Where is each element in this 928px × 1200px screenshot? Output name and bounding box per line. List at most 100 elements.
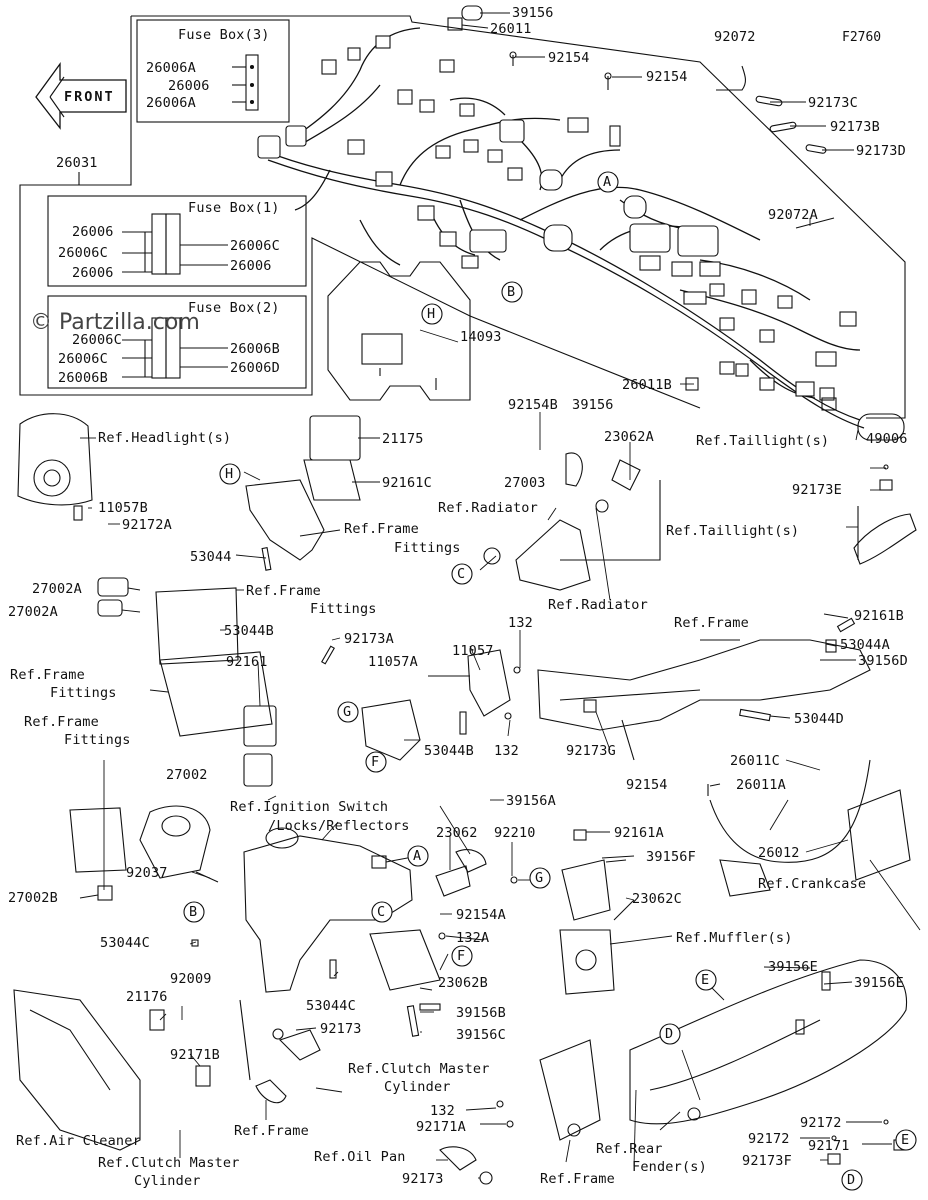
fuse-box-1-part[interactable]: 26006C	[58, 245, 108, 261]
part-callout[interactable]: 92161C	[382, 475, 432, 491]
fuse-box-3-part[interactable]: 26006A	[146, 95, 196, 111]
marker-a[interactable]: A	[603, 174, 612, 190]
part-callout[interactable]: 23062A	[604, 429, 654, 445]
fuse-box-2-part[interactable]: 26006C	[58, 351, 108, 367]
part-callout[interactable]: 92173B	[830, 119, 880, 135]
fuse-box-1-part[interactable]: 26006	[230, 258, 272, 274]
part-callout[interactable]: 14093	[460, 329, 502, 345]
ref-label[interactable]: Ref.Taillight(s)	[696, 433, 830, 449]
ref-label[interactable]: Ref.Frame	[540, 1171, 615, 1187]
part-callout[interactable]: 132	[508, 615, 533, 631]
marker-e[interactable]: E	[701, 972, 710, 988]
marker-f[interactable]: F	[371, 754, 380, 770]
ref-label[interactable]: Ref.Muffler(s)	[676, 930, 793, 946]
fuse-box-2-part[interactable]: 26006B	[58, 370, 108, 386]
part-callout[interactable]: 23062	[436, 825, 478, 841]
part-callout[interactable]: 92173G	[566, 743, 616, 759]
ref-label[interactable]: Ref.Crankcase	[758, 876, 867, 892]
ref-label[interactable]: Ref.Frame	[10, 667, 85, 683]
ref-label[interactable]: Ref.Frame	[24, 714, 99, 730]
part-callout[interactable]: 132A	[456, 930, 490, 946]
part-callout[interactable]: 39156C	[456, 1027, 506, 1043]
ref-label[interactable]: Ref.Rear	[596, 1141, 663, 1157]
marker-a[interactable]: A	[413, 848, 422, 864]
part-callout[interactable]: 21175	[382, 431, 424, 447]
marker-d[interactable]: D	[665, 1026, 674, 1042]
part-callout[interactable]: 92009	[170, 971, 212, 987]
part-callout[interactable]: 92173F	[742, 1153, 792, 1169]
part-callout[interactable]: 53044	[190, 549, 232, 565]
part-callout[interactable]: 92154	[626, 777, 668, 793]
part-callout[interactable]: 92172A	[122, 517, 172, 533]
fuse-box-3-part[interactable]: 26006A	[146, 60, 196, 76]
marker-b[interactable]: B	[507, 284, 516, 300]
ref-label[interactable]: Fittings	[50, 685, 117, 701]
part-callout[interactable]: 92173E	[792, 482, 842, 498]
part-callout[interactable]: 39156	[572, 397, 614, 413]
ref-label[interactable]: Ref.Air Cleaner	[16, 1133, 141, 1149]
part-callout[interactable]: 39156E	[768, 959, 818, 975]
fuse-box-3-part[interactable]: 26006	[168, 78, 210, 94]
ref-label[interactable]: Ref.Frame	[674, 615, 749, 631]
part-callout[interactable]: 26011B	[622, 377, 672, 393]
part-callout[interactable]: 92154	[548, 50, 590, 66]
marker-g[interactable]: G	[343, 704, 352, 720]
part-callout[interactable]: 92072	[714, 29, 756, 45]
part-callout[interactable]: 39156F	[646, 849, 696, 865]
part-callout[interactable]: 92173A	[344, 631, 394, 647]
part-callout[interactable]: 26011	[490, 21, 532, 37]
part-callout[interactable]: 92173C	[808, 95, 858, 111]
ref-label[interactable]: Cylinder	[134, 1173, 201, 1189]
part-callout[interactable]: 92161A	[614, 825, 664, 841]
part-callout[interactable]: 21176	[126, 989, 168, 1005]
part-callout[interactable]: 11057	[452, 643, 494, 659]
part-callout[interactable]: 53044C	[306, 998, 356, 1014]
ref-label[interactable]: Fittings	[394, 540, 461, 556]
part-callout[interactable]: 92172	[748, 1131, 790, 1147]
fuse-box-2-part[interactable]: 26006B	[230, 341, 280, 357]
ref-label[interactable]: Fender(s)	[632, 1159, 707, 1175]
part-callout[interactable]: 39156B	[456, 1005, 506, 1021]
ref-label[interactable]: Ref.Taillight(s)	[666, 523, 800, 539]
ref-label[interactable]: Ref.Clutch Master	[98, 1155, 240, 1171]
part-callout[interactable]: 53044B	[424, 743, 474, 759]
part-callout[interactable]: 27002	[166, 767, 208, 783]
part-callout[interactable]: 53044A	[840, 637, 890, 653]
ref-label[interactable]: Ref.Frame	[234, 1123, 309, 1139]
part-callout[interactable]: 92210	[494, 825, 536, 841]
ref-label[interactable]: Cylinder	[384, 1079, 451, 1095]
ref-label[interactable]: Ref.Clutch Master	[348, 1061, 490, 1077]
part-callout[interactable]: 92173	[402, 1171, 444, 1187]
fuse-box-2-part[interactable]: 26006D	[230, 360, 280, 376]
fuse-box-1-part[interactable]: 26006	[72, 224, 114, 240]
part-callout[interactable]: 92154	[646, 69, 688, 85]
part-callout[interactable]: 49006	[866, 431, 908, 447]
ref-label[interactable]: Ref.Frame	[344, 521, 419, 537]
part-callout[interactable]: 92072A	[768, 207, 818, 223]
fuse-box-2-part[interactable]: 26006C	[72, 332, 122, 348]
marker-g[interactable]: G	[535, 870, 544, 886]
part-callout[interactable]: 27002B	[8, 890, 58, 906]
ref-label[interactable]: Ref.Ignition Switch	[230, 799, 389, 815]
part-callout[interactable]: 23062C	[632, 891, 682, 907]
part-callout[interactable]: 92172	[800, 1115, 842, 1131]
marker-c[interactable]: C	[457, 566, 466, 582]
part-callout[interactable]: 92171	[808, 1138, 850, 1154]
part-callout[interactable]: 92154A	[456, 907, 506, 923]
part-callout[interactable]: 92161B	[854, 608, 904, 624]
part-callout[interactable]: 92154B	[508, 397, 558, 413]
ref-label[interactable]: Ref.Radiator	[548, 597, 648, 613]
part-callout[interactable]: 39156D	[858, 653, 908, 669]
fuse-box-1-part[interactable]: 26006C	[230, 238, 280, 254]
part-callout[interactable]: 92171B	[170, 1047, 220, 1063]
part-callout[interactable]: 23062B	[438, 975, 488, 991]
marker-h[interactable]: H	[225, 466, 234, 482]
part-callout[interactable]: 92161	[226, 654, 268, 670]
marker-h[interactable]: H	[427, 306, 436, 322]
marker-c[interactable]: C	[377, 904, 386, 920]
ref-label[interactable]: Ref.Radiator	[438, 500, 538, 516]
part-callout[interactable]: 27003	[504, 475, 546, 491]
part-callout[interactable]: 26031	[56, 155, 98, 171]
part-callout[interactable]: 11057A	[368, 654, 418, 670]
marker-b[interactable]: B	[189, 904, 198, 920]
